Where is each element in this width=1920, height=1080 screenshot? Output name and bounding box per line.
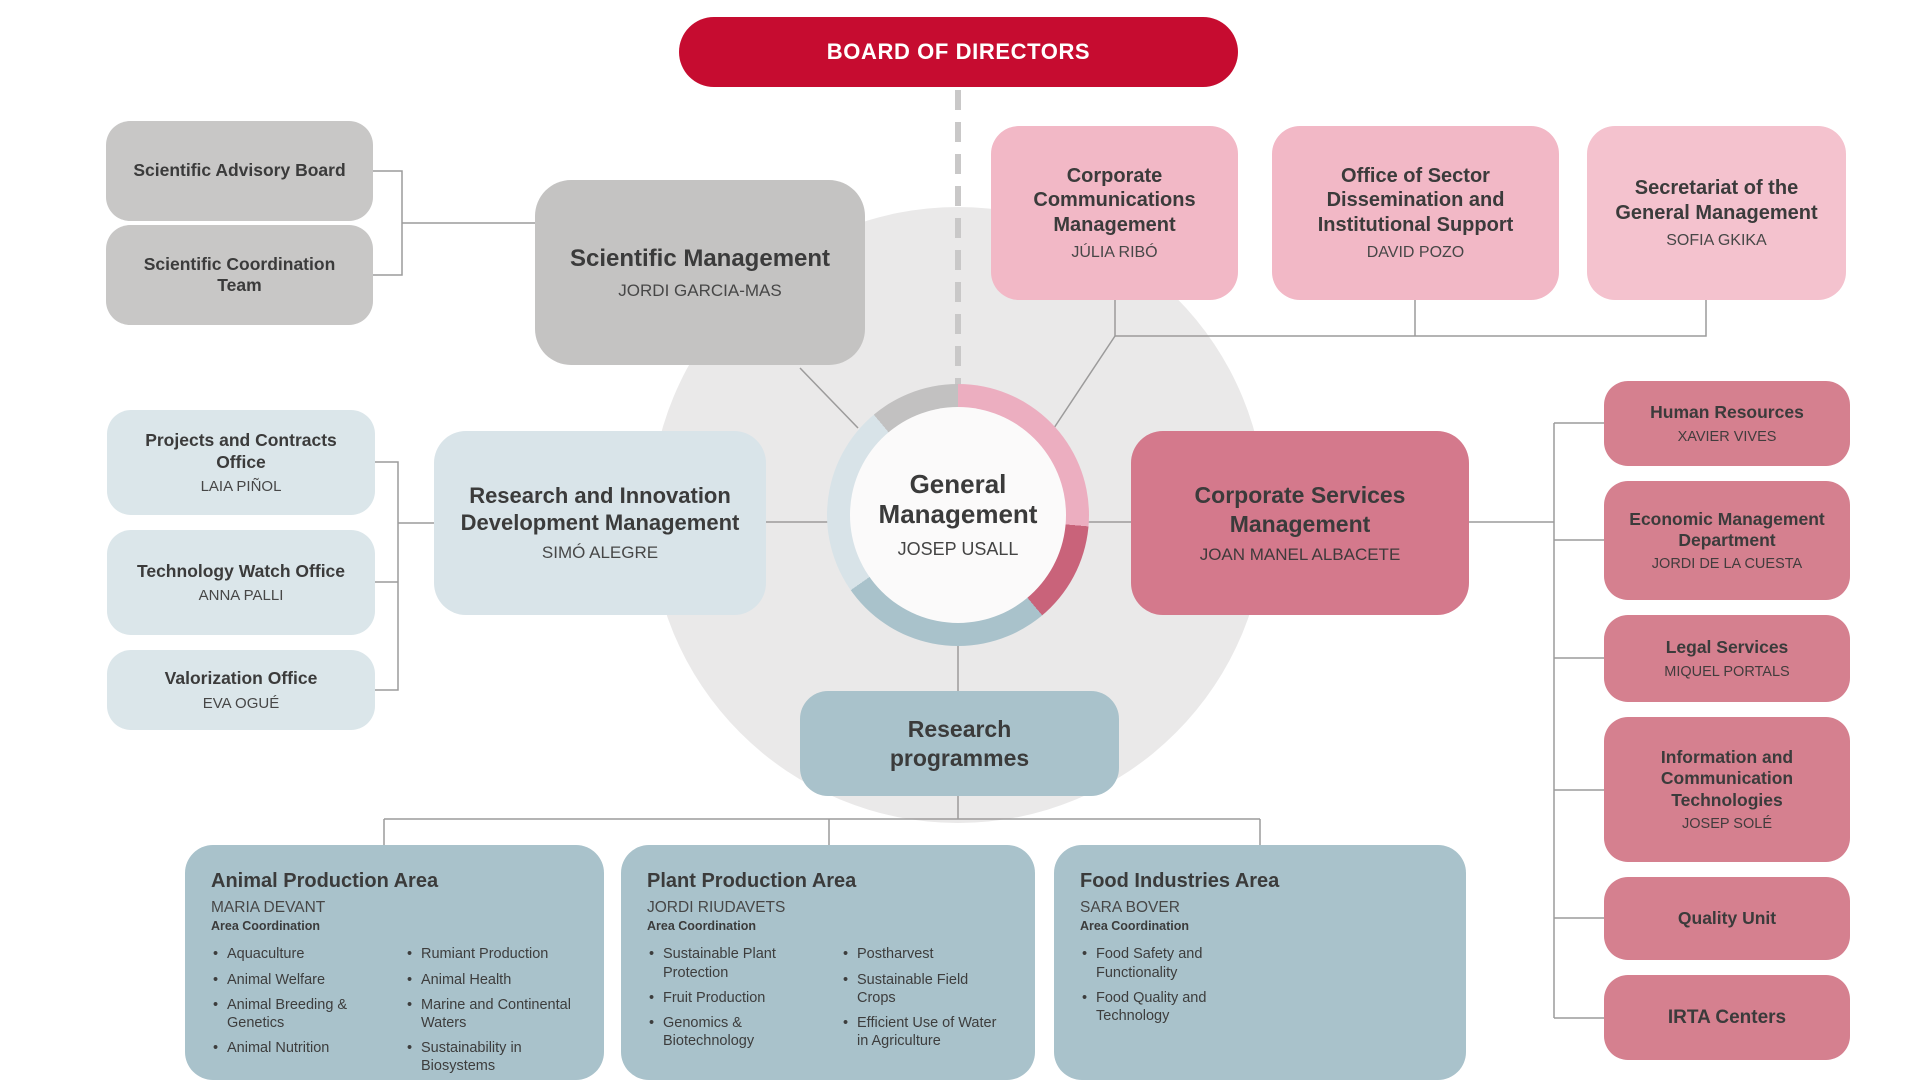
human-resources-node: Human Resources XAVIER VIVES xyxy=(1604,381,1850,466)
corporate-units-bracket xyxy=(1469,422,1604,1019)
corporate-communications-person: JÚLIA RIBÓ xyxy=(1071,244,1158,262)
general-management-label: General Management xyxy=(878,468,1038,529)
scientific-advisory-board-node: Scientific Advisory Board xyxy=(106,121,373,221)
general-management-person: JOSEP USALL xyxy=(897,539,1019,560)
ict-label: Information and Communication Technologi… xyxy=(1660,746,1794,810)
scientific-management-connector xyxy=(799,367,859,429)
valorization-office-node: Valorization Office EVA OGUÉ xyxy=(107,650,375,730)
technology-watch-office-person: ANNA PALLI xyxy=(198,587,284,605)
plant-production-area-node: Plant Production Area JORDI RIUDAVETS Ar… xyxy=(621,845,1035,1080)
research-programmes-label: Research programmes xyxy=(889,716,1030,771)
board-of-directors-node: BOARD OF DIRECTORS xyxy=(679,17,1238,87)
scientific-management-node: Scientific Management JORDI GARCIA-MAS xyxy=(535,180,865,365)
scientific-coordination-team-node: Scientific Coordination Team xyxy=(106,225,373,325)
projects-contracts-office-label: Projects and Contracts Office xyxy=(145,430,337,472)
general-management-node: General Management JOSEP USALL xyxy=(850,407,1066,623)
staff-offices-connector xyxy=(1047,335,1116,438)
programme-item: Sustainable Plant Protection xyxy=(647,945,815,981)
scientific-management-label: Scientific Management xyxy=(569,245,831,273)
animal-area-person: MARIA DEVANT xyxy=(211,899,326,917)
scientific-management-person: JORDI GARCIA-MAS xyxy=(618,280,782,300)
ict-node: Information and Communication Technologi… xyxy=(1604,717,1850,862)
programme-item: Efficient Use of Water in Agriculture xyxy=(841,1014,1009,1050)
programme-item: Sustainable Field Crops xyxy=(841,971,1009,1007)
food-industries-area-node: Food Industries Area SARA BOVER Area Coo… xyxy=(1054,845,1466,1080)
programme-item: Rumiant Production xyxy=(405,945,573,963)
economic-management-label: Economic Management Department xyxy=(1629,508,1825,550)
animal-area-col1: Aquaculture Animal Welfare Animal Breedi… xyxy=(211,945,379,1080)
programme-item: Animal Breeding & Genetics xyxy=(211,996,379,1032)
economic-management-node: Economic Management Department JORDI DE … xyxy=(1604,481,1850,600)
plant-area-col1: Sustainable Plant Protection Fruit Produ… xyxy=(647,945,815,1057)
ict-person: JOSEP SOLÉ xyxy=(1682,816,1772,833)
scientific-advisory-board-label: Scientific Advisory Board xyxy=(133,160,346,181)
human-resources-label: Human Resources xyxy=(1650,402,1804,423)
economic-management-person: JORDI DE LA CUESTA xyxy=(1651,556,1803,573)
legal-services-label: Legal Services xyxy=(1665,637,1789,658)
programme-item: Animal Health xyxy=(405,971,573,989)
programme-item: Postharvest xyxy=(841,945,1009,963)
secretariat-node: Secretariat of the General Management SO… xyxy=(1587,126,1846,300)
scientific-coordination-team-label: Scientific Coordination Team xyxy=(143,253,336,295)
secretariat-label: Secretariat of the General Management xyxy=(1615,177,1818,224)
corporate-services-management-node: Corporate Services Management JOAN MANEL… xyxy=(1131,431,1469,615)
research-innovation-management-node: Research and Innovation Development Mana… xyxy=(434,431,766,615)
valorization-office-label: Valorization Office xyxy=(164,668,318,689)
irta-centers-label: IRTA Centers xyxy=(1667,1006,1787,1028)
board-of-directors-label: BOARD OF DIRECTORS xyxy=(826,38,1091,64)
quality-unit-node: Quality Unit xyxy=(1604,877,1850,960)
plant-area-person: JORDI RIUDAVETS xyxy=(647,899,786,917)
food-area-col1: Food Safety and Functionality Food Quali… xyxy=(1080,945,1248,1032)
programme-item: Animal Welfare xyxy=(211,971,379,989)
programme-item: Genomics & Biotechnology xyxy=(647,1014,815,1050)
corporate-communications-node: Corporate Communications Management JÚLI… xyxy=(991,126,1238,300)
food-area-person: SARA BOVER xyxy=(1080,899,1180,917)
sector-dissemination-person: DAVID POZO xyxy=(1366,244,1465,262)
general-management-ring: General Management JOSEP USALL xyxy=(827,384,1089,646)
animal-production-area-node: Animal Production Area MARIA DEVANT Area… xyxy=(185,845,604,1080)
programme-item: Food Safety and Functionality xyxy=(1080,945,1248,981)
projects-contracts-office-node: Projects and Contracts Office LAIA PIÑOL xyxy=(107,410,375,515)
programme-item: Aquaculture xyxy=(211,945,379,963)
programme-item: Fruit Production xyxy=(647,989,815,1007)
sector-dissemination-label: Office of Sector Dissemination and Insti… xyxy=(1317,164,1514,236)
animal-area-col2: Rumiant Production Animal Health Marine … xyxy=(405,945,573,1080)
animal-area-role: Area Coordination xyxy=(211,919,321,934)
programme-item: Sustainability in Biosystems xyxy=(405,1039,573,1075)
animal-area-label: Animal Production Area xyxy=(211,870,439,892)
food-area-role: Area Coordination xyxy=(1080,919,1190,934)
quality-unit-label: Quality Unit xyxy=(1677,907,1777,928)
programme-item: Marine and Continental Waters xyxy=(405,996,573,1032)
programme-item: Food Quality and Technology xyxy=(1080,989,1248,1025)
food-area-label: Food Industries Area xyxy=(1080,870,1280,892)
legal-services-person: MIQUEL PORTALS xyxy=(1664,663,1790,680)
valorization-office-person: EVA OGUÉ xyxy=(202,694,280,712)
legal-services-node: Legal Services MIQUEL PORTALS xyxy=(1604,615,1850,702)
human-resources-person: XAVIER VIVES xyxy=(1677,428,1777,445)
plant-area-label: Plant Production Area xyxy=(647,870,857,892)
food-area-programmes: Food Safety and Functionality Food Quali… xyxy=(1080,945,1248,1032)
research-innovation-management-label: Research and Innovation Development Mana… xyxy=(460,482,740,535)
plant-area-role: Area Coordination xyxy=(647,919,757,934)
animal-area-programmes: Aquaculture Animal Welfare Animal Breedi… xyxy=(211,945,573,1080)
research-innovation-bracket xyxy=(373,461,434,691)
programme-item: Animal Nutrition xyxy=(211,1039,379,1057)
corporate-services-management-label: Corporate Services Management xyxy=(1194,482,1406,537)
corporate-services-management-person: JOAN MANEL ALBACETE xyxy=(1199,544,1401,564)
technology-watch-office-node: Technology Watch Office ANNA PALLI xyxy=(107,530,375,635)
corporate-communications-label: Corporate Communications Management xyxy=(1033,164,1196,236)
irta-centers-node: IRTA Centers xyxy=(1604,975,1850,1060)
plant-area-col2: Postharvest Sustainable Field Crops Effi… xyxy=(841,945,1009,1057)
plant-area-programmes: Sustainable Plant Protection Fruit Produ… xyxy=(647,945,1009,1057)
research-innovation-management-person: SIMÓ ALEGRE xyxy=(541,543,659,563)
secretariat-person: SOFIA GKIKA xyxy=(1666,231,1767,249)
sector-dissemination-node: Office of Sector Dissemination and Insti… xyxy=(1272,126,1559,300)
areas-bracket xyxy=(383,796,1261,845)
technology-watch-office-label: Technology Watch Office xyxy=(136,560,346,581)
research-programmes-node: Research programmes xyxy=(800,691,1119,796)
scientific-bracket xyxy=(373,170,535,276)
staff-offices-bracket xyxy=(1114,300,1707,337)
projects-contracts-office-person: LAIA PIÑOL xyxy=(200,477,282,495)
